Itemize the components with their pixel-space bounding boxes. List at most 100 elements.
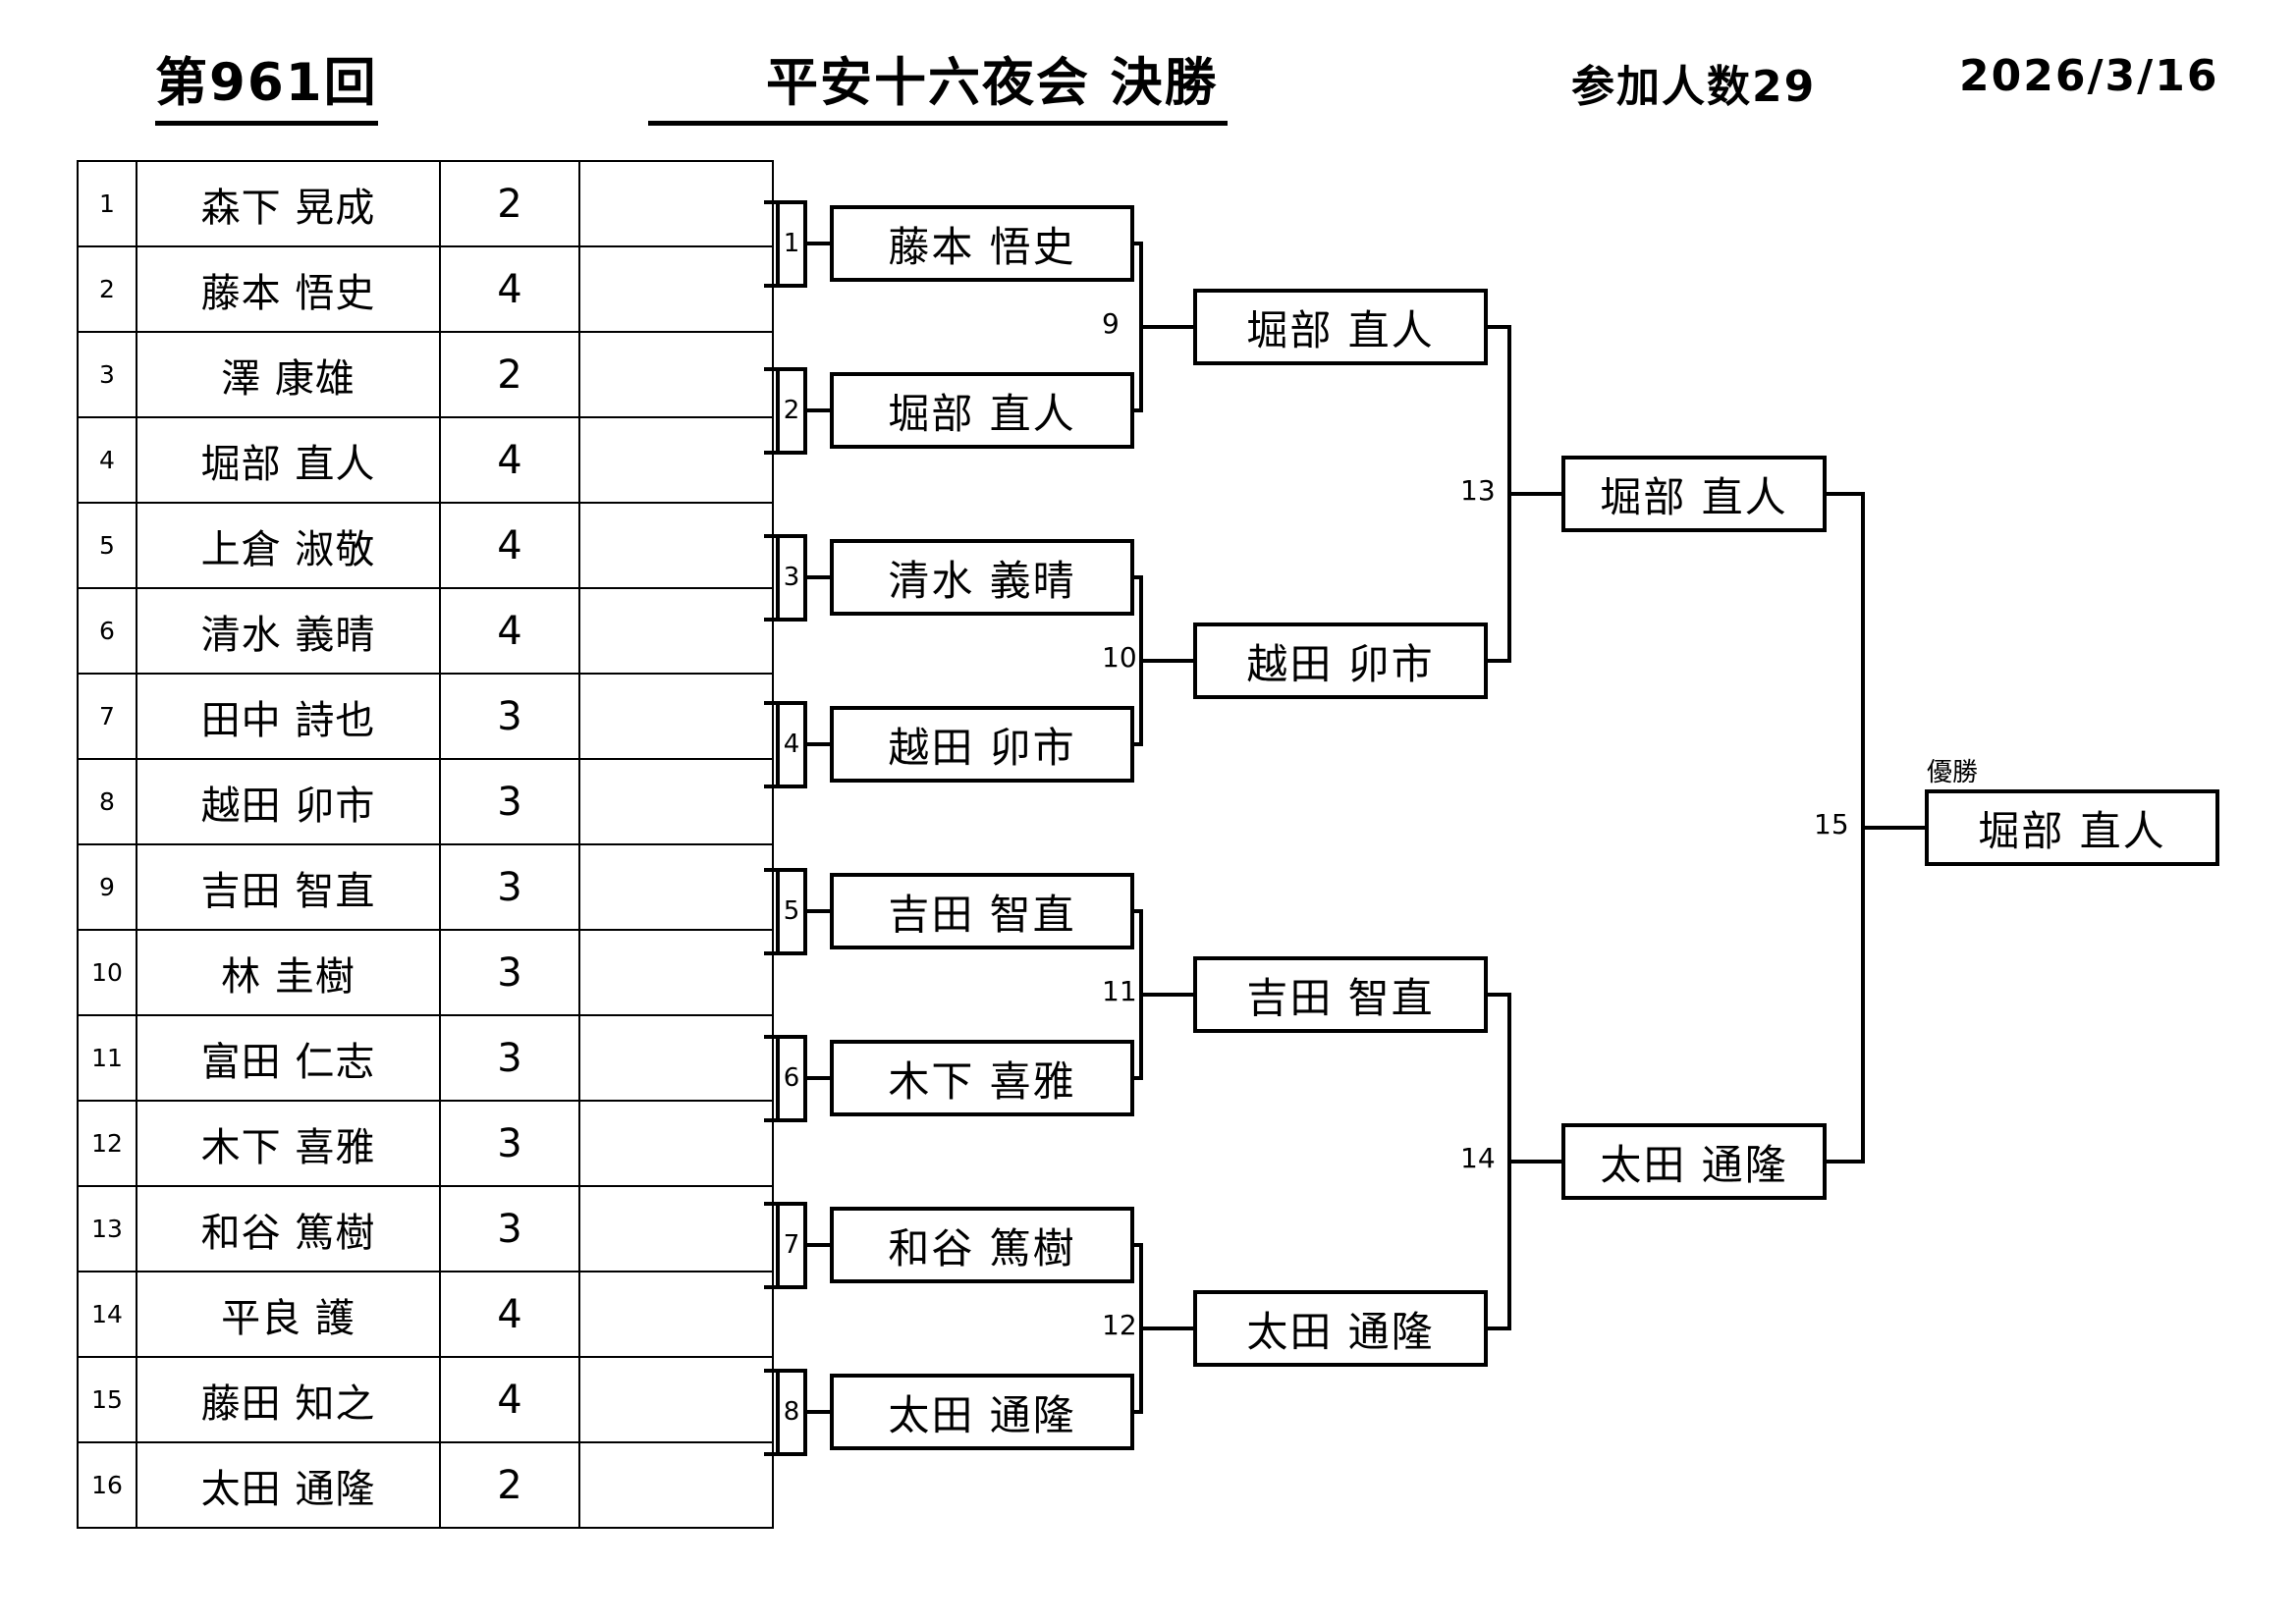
- entry-number: 12: [77, 1100, 137, 1187]
- entry-number: 10: [77, 929, 137, 1016]
- entry-number: 15: [77, 1356, 137, 1443]
- round2-winner-box: 堀部 直人: [1193, 289, 1488, 365]
- bracket-connector: [764, 366, 776, 371]
- bracket-connector: [807, 1243, 830, 1247]
- entry-score: 3: [439, 929, 580, 1016]
- match-number-box: 2: [776, 366, 807, 455]
- bracket-connector: [807, 575, 830, 579]
- round1-winner-name: 清水 義晴: [888, 556, 1076, 605]
- match-number: 4: [783, 730, 800, 759]
- event-title: 平安十六夜会 決勝: [648, 41, 1229, 126]
- round2-winner-box: 吉田 智直: [1193, 956, 1488, 1033]
- bracket-connector: [1134, 408, 1139, 412]
- bracket-connector: [1134, 742, 1139, 746]
- bracket-connector: [764, 283, 776, 288]
- entry-blank-cell: [578, 331, 774, 418]
- entry-number: 11: [77, 1014, 137, 1102]
- bracket-connector: [807, 1076, 830, 1080]
- bracket-connector: [1139, 325, 1193, 329]
- match-number: 11: [1102, 975, 1137, 1007]
- entry-name: 富田 仁志: [136, 1014, 441, 1102]
- entry-name: 林 圭樹: [136, 929, 441, 1016]
- match-number: 15: [1814, 808, 1849, 840]
- bracket-connector: [1507, 1160, 1561, 1164]
- entry-name: 越田 卯市: [136, 758, 441, 845]
- entry-blank-cell: [578, 502, 774, 589]
- bracket-connector: [1134, 575, 1139, 579]
- round1-winner-box: 太田 通隆: [830, 1374, 1134, 1450]
- bracket-connector: [764, 1201, 776, 1206]
- entry-number: 3: [77, 331, 137, 418]
- round2-winner-name: 堀部 直人: [1246, 305, 1435, 354]
- round2-winner-box: 越田 卯市: [1193, 623, 1488, 699]
- entry-name: 太田 通隆: [136, 1441, 441, 1529]
- round1-winner-box: 堀部 直人: [830, 372, 1134, 449]
- entry-number: 2: [77, 245, 137, 333]
- entry-number: 13: [77, 1185, 137, 1272]
- match-number: 8: [783, 1397, 800, 1427]
- entry-score: 4: [439, 245, 580, 333]
- entry-blank-cell: [578, 1014, 774, 1102]
- entry-blank-cell: [578, 929, 774, 1016]
- entry-number: 5: [77, 502, 137, 589]
- entry-name: 藤本 悟史: [136, 245, 441, 333]
- entry-score: 3: [439, 1100, 580, 1187]
- entry-score: 2: [439, 331, 580, 418]
- round3-winner-box: 太田 通隆: [1561, 1123, 1827, 1200]
- champion-label: 優勝: [1927, 758, 1979, 787]
- match-number: 14: [1460, 1142, 1496, 1174]
- match-number-box: 1: [776, 199, 807, 288]
- bracket-connector: [764, 1284, 776, 1289]
- match-number-box: 3: [776, 533, 807, 622]
- entry-number: 4: [77, 416, 137, 504]
- entry-number: 14: [77, 1271, 137, 1358]
- entry-blank-cell: [578, 673, 774, 760]
- round1-winner-box: 和谷 篤樹: [830, 1207, 1134, 1283]
- bracket-connector: [764, 1368, 776, 1373]
- bracket-connector: [1134, 1243, 1139, 1247]
- bracket-connector: [764, 1451, 776, 1456]
- entry-score: 4: [439, 587, 580, 675]
- bracket-connector: [1861, 826, 1925, 830]
- entry-score: 3: [439, 843, 580, 931]
- match-number: 10: [1102, 641, 1137, 674]
- entry-blank-cell: [578, 1441, 774, 1529]
- entry-blank-cell: [578, 758, 774, 845]
- entry-score: 2: [439, 1441, 580, 1529]
- round3-winner-name: 堀部 直人: [1600, 472, 1788, 521]
- entry-blank-cell: [578, 1356, 774, 1443]
- entry-blank-cell: [578, 160, 774, 247]
- bracket-connector: [1488, 1326, 1507, 1330]
- entry-score: 3: [439, 673, 580, 760]
- match-number: 9: [1102, 307, 1120, 340]
- bracket-connector: [807, 242, 830, 245]
- match-number: 1: [783, 229, 800, 258]
- match-number: 7: [783, 1230, 800, 1260]
- match-number: 2: [783, 396, 800, 425]
- entry-number: 16: [77, 1441, 137, 1529]
- entry-name: 清水 義晴: [136, 587, 441, 675]
- round1-winner-name: 堀部 直人: [888, 389, 1076, 438]
- match-number-box: 5: [776, 867, 807, 955]
- round-number-title: 第961回: [155, 41, 378, 126]
- bracket-connector: [807, 1410, 830, 1414]
- participant-count: 参加人数29: [1571, 62, 1817, 112]
- entry-number: 6: [77, 587, 137, 675]
- round2-winner-name: 越田 卯市: [1246, 639, 1435, 688]
- entry-name: 木下 喜雅: [136, 1100, 441, 1187]
- round1-winner-name: 木下 喜雅: [888, 1056, 1076, 1106]
- match-number: 12: [1102, 1309, 1137, 1341]
- entry-name: 和谷 篤樹: [136, 1185, 441, 1272]
- round1-winner-name: 太田 通隆: [888, 1390, 1076, 1439]
- entry-score: 3: [439, 1014, 580, 1102]
- bracket-connector: [807, 909, 830, 913]
